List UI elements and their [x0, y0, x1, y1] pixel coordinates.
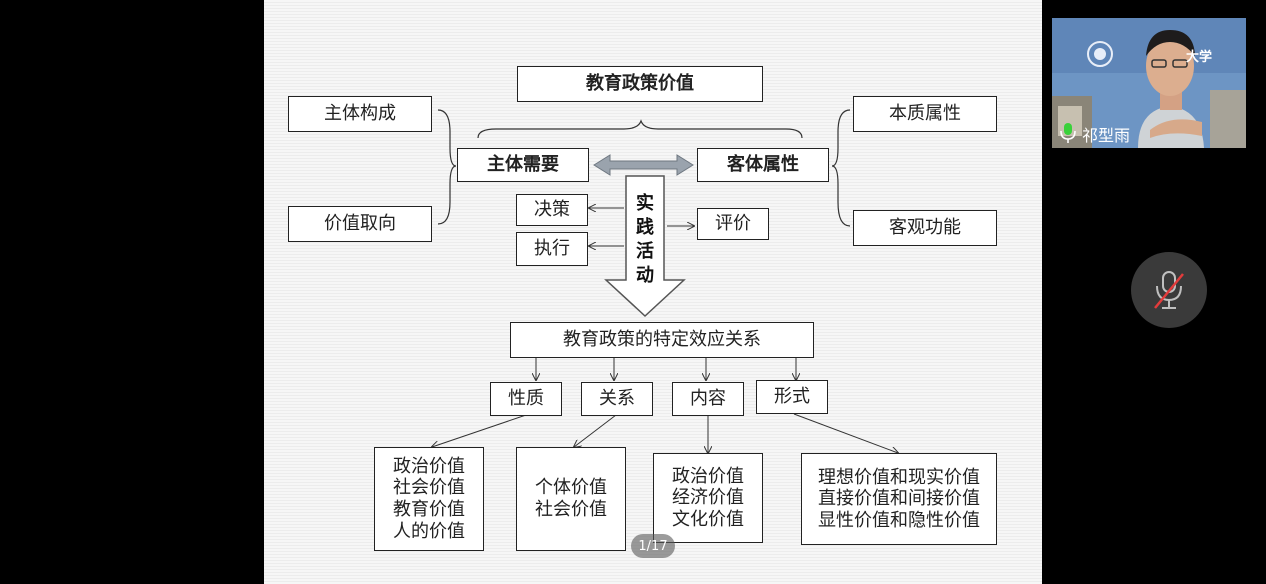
- execution-box: 执行: [516, 232, 588, 266]
- page-indicator[interactable]: 1/17: [631, 534, 675, 558]
- content-values-box: 政治价值 经济价值 文化价值: [653, 453, 763, 543]
- right-bracket: [831, 109, 851, 227]
- category-relation-box: 关系: [581, 382, 653, 416]
- microphone-muted-icon: [1154, 271, 1184, 309]
- category-content-box: 内容: [672, 382, 744, 416]
- slide-title: 教育政策价值: [517, 66, 763, 102]
- category-form-box: 形式: [756, 380, 828, 414]
- diagram-connectors: [264, 109, 1042, 584]
- practice-char: 践: [636, 217, 654, 238]
- category-nature-box: 性质: [490, 382, 562, 416]
- practice-activity-label: 实 践 活 动: [630, 192, 660, 288]
- effect-relation-box: 教育政策的特定效应关系: [510, 322, 814, 358]
- evaluation-box: 评价: [697, 208, 769, 240]
- form-values-box: 理想价值和现实价值 直接价值和间接价值 显性价值和隐性价值: [801, 453, 997, 545]
- left-bracket: [437, 109, 457, 225]
- practice-char: 活: [636, 241, 654, 262]
- double-arrow: [593, 154, 694, 176]
- practice-char: 实: [636, 193, 654, 214]
- objective-function-box: 客观功能: [853, 210, 997, 246]
- essential-attributes-box: 本质属性: [853, 96, 997, 132]
- subject-composition-box: 主体构成: [288, 96, 432, 132]
- value-orientation-box: 价值取向: [288, 206, 432, 242]
- microphone-icon: [1060, 123, 1076, 143]
- title-brace: [477, 119, 803, 139]
- practice-arrow: [604, 175, 686, 318]
- participant-name: 祁型雨: [1082, 126, 1131, 145]
- decision-box: 决策: [516, 194, 588, 226]
- relation-values-box: 个体价值 社会价值: [516, 447, 626, 551]
- object-attributes-box: 客体属性: [697, 148, 829, 182]
- nature-values-box: 政治价值 社会价值 教育价值 人的价值: [374, 447, 484, 551]
- presentation-slide[interactable]: 教育政策价值 主体构成 价值取向 主体需要 客体属性 本质属性 客观功能 决策 …: [264, 0, 1042, 584]
- mute-toggle-button[interactable]: [1131, 252, 1207, 328]
- participant-video[interactable]: 大学 祁型雨: [1052, 18, 1246, 148]
- video-frame: [1052, 18, 1246, 148]
- subject-needs-box: 主体需要: [457, 148, 589, 182]
- practice-char: 动: [636, 265, 654, 286]
- banner-text: 大学: [1186, 50, 1213, 65]
